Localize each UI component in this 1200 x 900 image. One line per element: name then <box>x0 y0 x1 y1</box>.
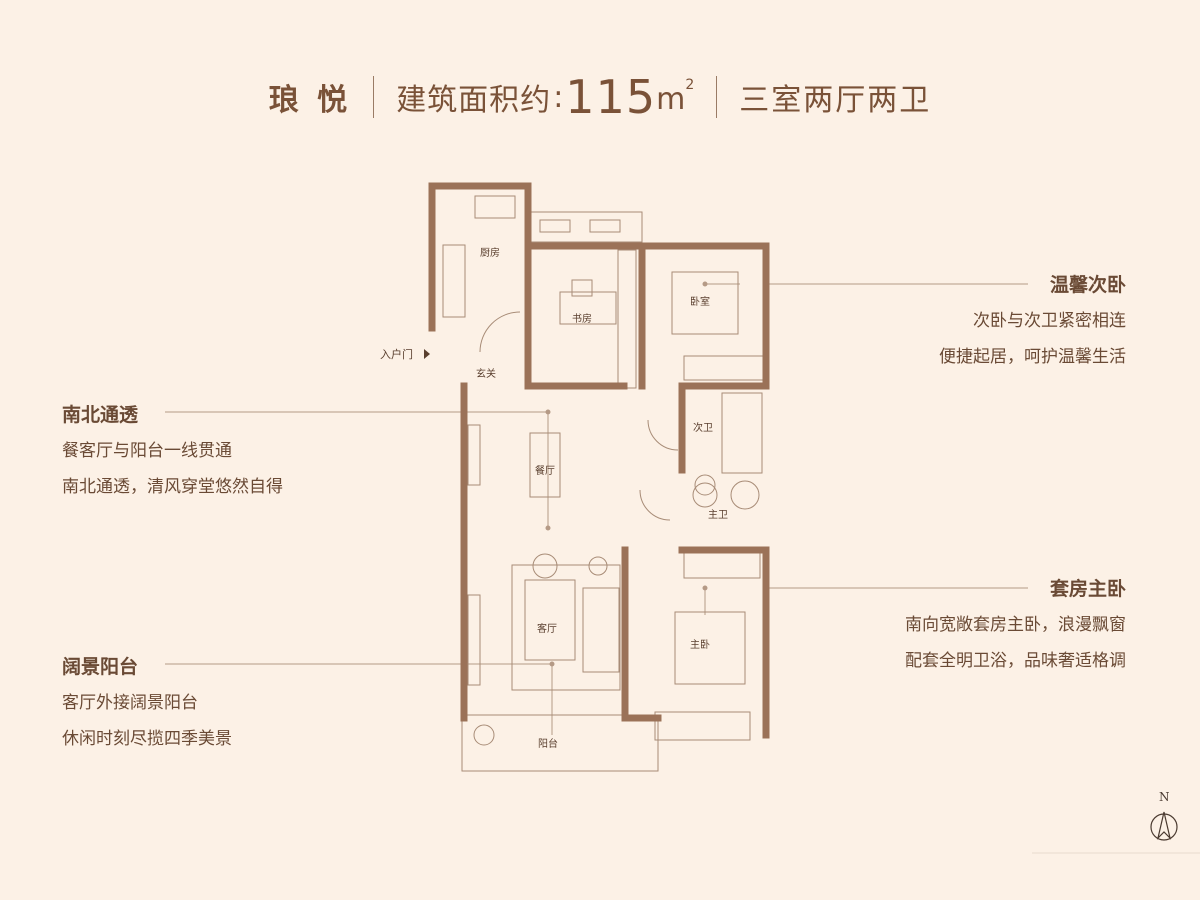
project-name: 琅 悦 <box>268 83 352 118</box>
toilet-second-icon <box>694 474 716 496</box>
compass-circle <box>1150 813 1178 841</box>
room-label-dining: 餐厅 <box>535 464 555 477</box>
kitchen-counter <box>442 244 466 318</box>
lamp-icon <box>588 556 608 576</box>
compass-letter: N <box>1159 790 1170 804</box>
wall-bedroom <box>638 242 770 390</box>
window-dining <box>467 424 481 486</box>
feature-line: 休闲时刻尽揽四季美景 <box>62 729 232 749</box>
room-label-second-bath: 次卫 <box>693 421 713 434</box>
kitchen-sink <box>474 195 516 219</box>
toilet-master-icon <box>692 482 718 508</box>
area-unit-sup: 2 <box>685 77 695 93</box>
door-swing-bath <box>647 419 679 451</box>
shower-master-icon <box>730 480 760 510</box>
sofa-icon <box>582 587 620 673</box>
wardrobe-second <box>683 355 765 381</box>
room-label-bedroom: 卧室 <box>690 295 710 308</box>
title-divider <box>716 76 718 118</box>
leader-dot <box>545 409 551 415</box>
wardrobe-master <box>683 551 761 579</box>
living-rug <box>511 564 621 691</box>
feature-line: 餐客厅与阳台一线贯通 <box>62 441 232 461</box>
feature-line: 客厅外接阔景阳台 <box>62 693 198 713</box>
room-label-master-bedroom: 主卧 <box>690 638 710 651</box>
feature-title: 南北通透 <box>62 404 139 426</box>
feature-north-south: 南北通透 餐客厅与阳台一线贯通 南北通透，清风穿堂悠然自得 <box>62 400 283 505</box>
room-label-kitchen: 厨房 <box>480 246 500 259</box>
entry-arrow-icon <box>424 349 430 359</box>
compass-arrow-icon <box>1156 811 1172 840</box>
room-label-foyer: 玄关 <box>476 367 496 380</box>
compass: N <box>1150 790 1178 841</box>
feature-line: 南北通透，清风穿堂悠然自得 <box>62 477 283 497</box>
washer-icon <box>473 724 495 746</box>
bed-second <box>671 271 739 335</box>
feature-title: 温馨次卧 <box>1049 274 1126 296</box>
leader-lines <box>165 281 1028 735</box>
balcony-outline <box>461 714 659 772</box>
feature-second-bedroom: 温馨次卧 次卧与次卫紧密相连 便捷起居，呵护温馨生活 <box>939 270 1126 375</box>
feature-line: 便捷起居，呵护温馨生活 <box>939 347 1126 367</box>
thin-outlines <box>442 195 765 772</box>
leader-dot <box>549 661 555 667</box>
study-desk <box>559 291 617 325</box>
area-colon: : <box>553 79 564 115</box>
walls <box>428 182 770 739</box>
leader-dot <box>545 525 551 531</box>
wall-master-east <box>678 546 770 739</box>
bay-window-bottom <box>654 711 751 741</box>
feature-balcony: 阔景阳台 客厅外接阔景阳台 休闲时刻尽揽四季美景 <box>62 652 232 757</box>
door-swing-master <box>639 489 671 521</box>
room-label-master-bath: 主卫 <box>708 509 728 521</box>
area-unit: m2 <box>656 77 694 117</box>
door-swing-entry <box>479 311 521 353</box>
feature-title: 套房主卧 <box>1049 578 1126 600</box>
entry-door-label: 入户门 <box>380 347 413 361</box>
area-label: 建筑面积约 <box>396 83 552 118</box>
area-unit-base: m <box>656 82 686 117</box>
room-label-balcony: 阳台 <box>538 737 558 750</box>
feature-line: 配套全明卫浴，品味奢适格调 <box>905 651 1126 671</box>
bed-master <box>674 611 746 685</box>
title-bar: 琅 悦 建筑面积约 : 115 m2 三室两厅两卫 <box>0 62 1200 132</box>
dining-table <box>529 432 561 498</box>
feature-title: 阔景阳台 <box>62 656 139 678</box>
ac-unit-icon <box>539 219 571 233</box>
feature-line: 次卧与次卫紧密相连 <box>973 311 1126 331</box>
title-divider <box>373 76 375 118</box>
shower-area <box>721 392 763 474</box>
ac-unit-icon <box>589 219 621 233</box>
study-chair <box>571 279 593 297</box>
feature-master-suite: 套房主卧 南向宽敞套房主卧，浪漫飘窗 配套全明卫浴，品味奢适格调 <box>905 574 1126 679</box>
room-label-living: 客厅 <box>537 622 557 635</box>
wall-kitchen-east <box>428 182 628 390</box>
room-label-study: 书房 <box>572 312 592 325</box>
armchair-icon <box>532 553 558 579</box>
area-value: 115 <box>565 70 657 124</box>
wardrobe-study <box>617 249 637 389</box>
bay-window-top <box>527 211 643 243</box>
coffee-table <box>524 579 576 661</box>
layout-type: 三室两厅两卫 <box>739 83 932 118</box>
window-living <box>467 594 481 686</box>
feature-line: 南向宽敞套房主卧，浪漫飘窗 <box>905 615 1126 635</box>
